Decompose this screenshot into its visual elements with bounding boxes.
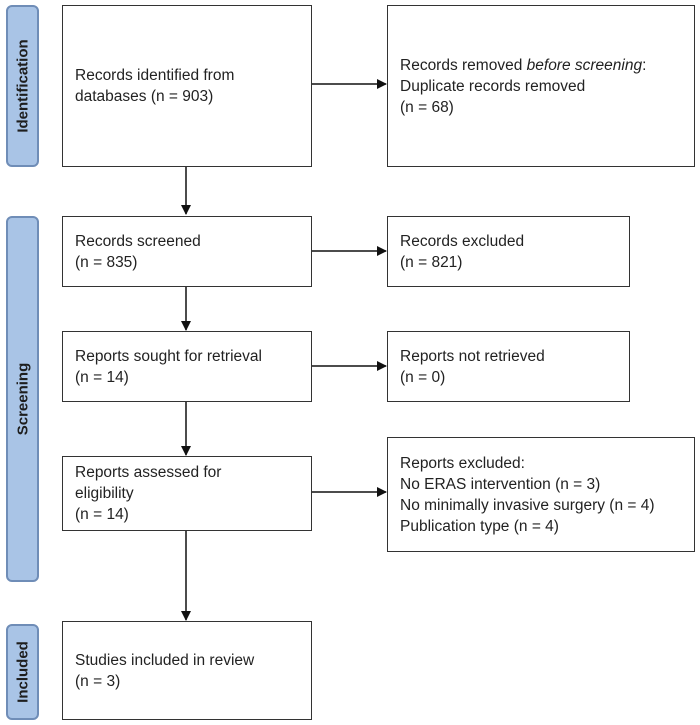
- exclusion-reason: No ERAS intervention (n = 3): [400, 475, 601, 493]
- duplicate-records-count: (n = 68): [400, 98, 454, 116]
- records-screened-box: Records screened (n = 835): [62, 216, 312, 287]
- records-excluded-line2: (n = 821): [400, 253, 463, 271]
- duplicate-records-line: Duplicate records removed: [400, 77, 586, 95]
- records-screened-line2: (n = 835): [75, 253, 138, 271]
- records-removed-box: Records removed before screening: Duplic…: [387, 5, 695, 167]
- reports-assessed-box: Reports assessed for eligibility (n = 14…: [62, 456, 312, 531]
- exclusion-reason: No minimally invasive surgery (n = 4): [400, 496, 655, 514]
- records-excluded-line1: Records excluded: [400, 232, 525, 250]
- studies-included-line2: (n = 3): [75, 672, 121, 690]
- reports-excluded-box: Reports excluded: No ERAS intervention (…: [387, 437, 695, 552]
- records-screened-line1: Records screened: [75, 232, 201, 250]
- reports-assessed-line2: eligibility: [75, 485, 134, 502]
- reports-assessed-line3: (n = 14): [75, 506, 129, 523]
- studies-included-line1: Studies included in review: [75, 651, 255, 669]
- reports-not-retrieved-line2: (n = 0): [400, 368, 446, 386]
- reports-not-retrieved-box: Reports not retrieved (n = 0): [387, 331, 630, 402]
- reports-sought-line1: Reports sought for retrieval: [75, 347, 262, 365]
- records-identified-line2: databases (n = 903): [75, 88, 214, 105]
- studies-included-box: Studies included in review (n = 3): [62, 621, 312, 720]
- reports-not-retrieved-line1: Reports not retrieved: [400, 347, 545, 365]
- identification-phase-bar: Identification: [6, 5, 39, 167]
- reports-sought-line2: (n = 14): [75, 368, 129, 386]
- records-excluded-box: Records excluded (n = 821): [387, 216, 630, 287]
- records-identified-box: Records identified from databases (n = 9…: [62, 5, 312, 167]
- exclusion-reason: Publication type (n = 4): [400, 517, 559, 535]
- reports-excluded-title: Reports excluded:: [400, 454, 525, 472]
- reports-assessed-line1: Reports assessed for: [75, 464, 222, 481]
- records-removed-heading: Records removed before screening:: [400, 56, 647, 74]
- records-identified-line1: Records identified from: [75, 67, 235, 84]
- screening-phase-bar: Screening: [6, 216, 39, 582]
- included-phase-bar: Included: [6, 624, 39, 720]
- reports-sought-box: Reports sought for retrieval (n = 14): [62, 331, 312, 402]
